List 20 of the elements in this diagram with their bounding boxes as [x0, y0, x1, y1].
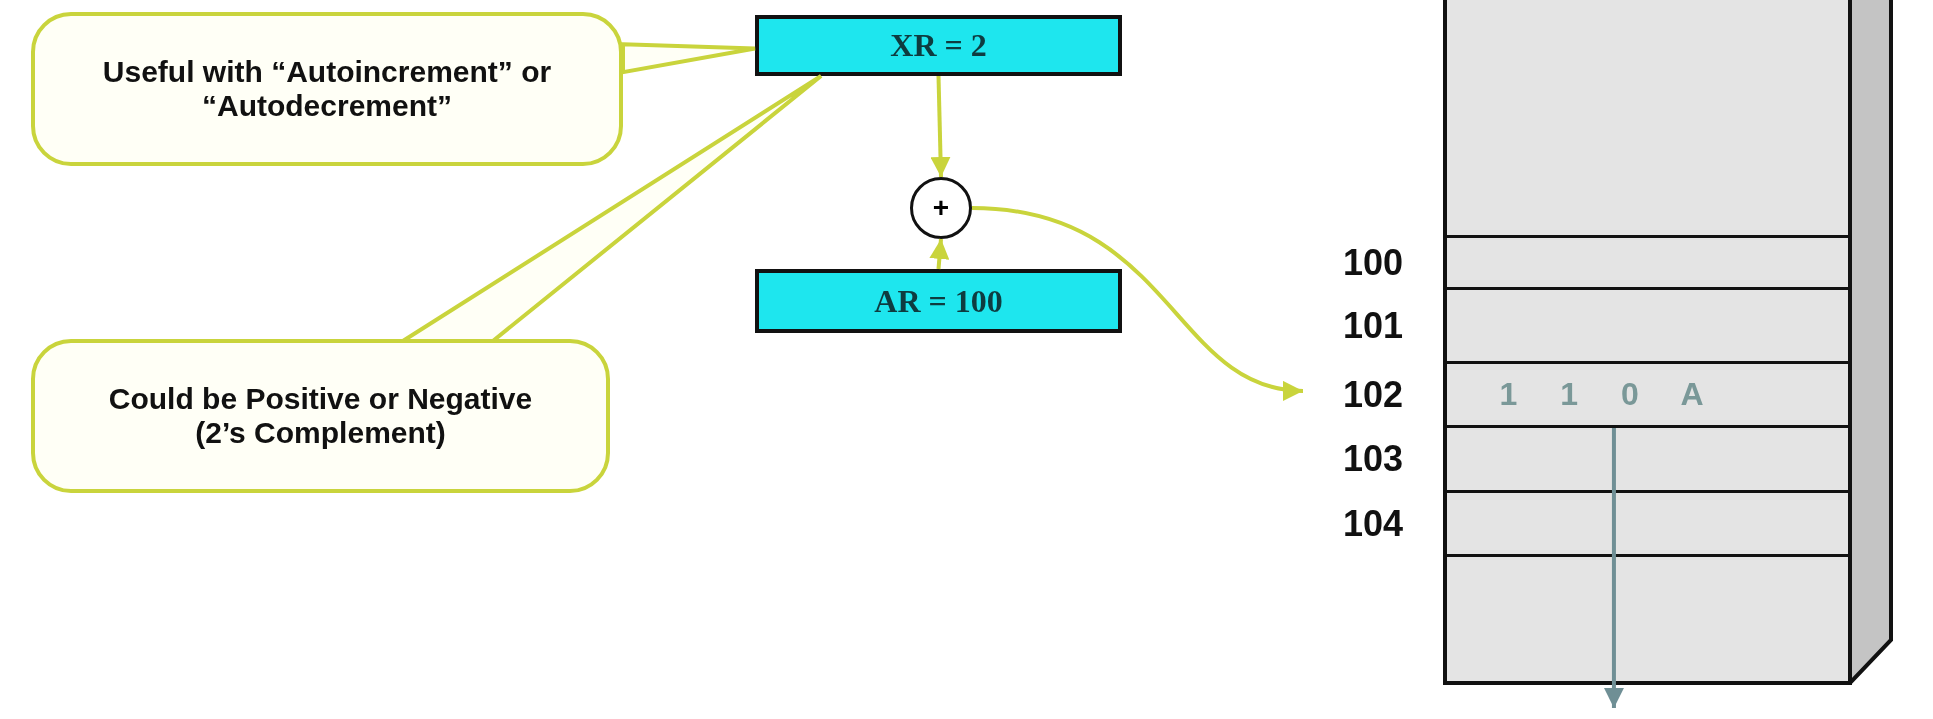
callout-bubble — [31, 12, 623, 166]
memory-address: 103 — [1342, 438, 1403, 480]
callout-text: Could be Positive or Negative (2’s Complement) — [107, 381, 534, 451]
memory-address: 104 — [1342, 502, 1403, 545]
callout-bubble — [31, 339, 610, 493]
arrow — [1603, 428, 1624, 708]
register-label: XR = 2 — [890, 27, 987, 64]
register-box — [755, 269, 1122, 333]
arrow — [930, 75, 951, 178]
callout-pointer — [621, 42, 757, 75]
register-label: AR = 100 — [874, 282, 1003, 320]
memory-address: 100 — [1342, 241, 1403, 284]
arrow — [971, 206, 1304, 399]
callout-text: Useful with “Autoincrement” or “Autodecrement” — [101, 54, 553, 124]
register-box — [755, 15, 1122, 76]
arrow — [929, 238, 950, 270]
plus-sign: + — [932, 192, 950, 224]
memory-address: 102 — [1342, 373, 1403, 416]
cell-value: 1 1 0 A — [1499, 376, 1704, 413]
memory-address: 101 — [1342, 304, 1403, 347]
